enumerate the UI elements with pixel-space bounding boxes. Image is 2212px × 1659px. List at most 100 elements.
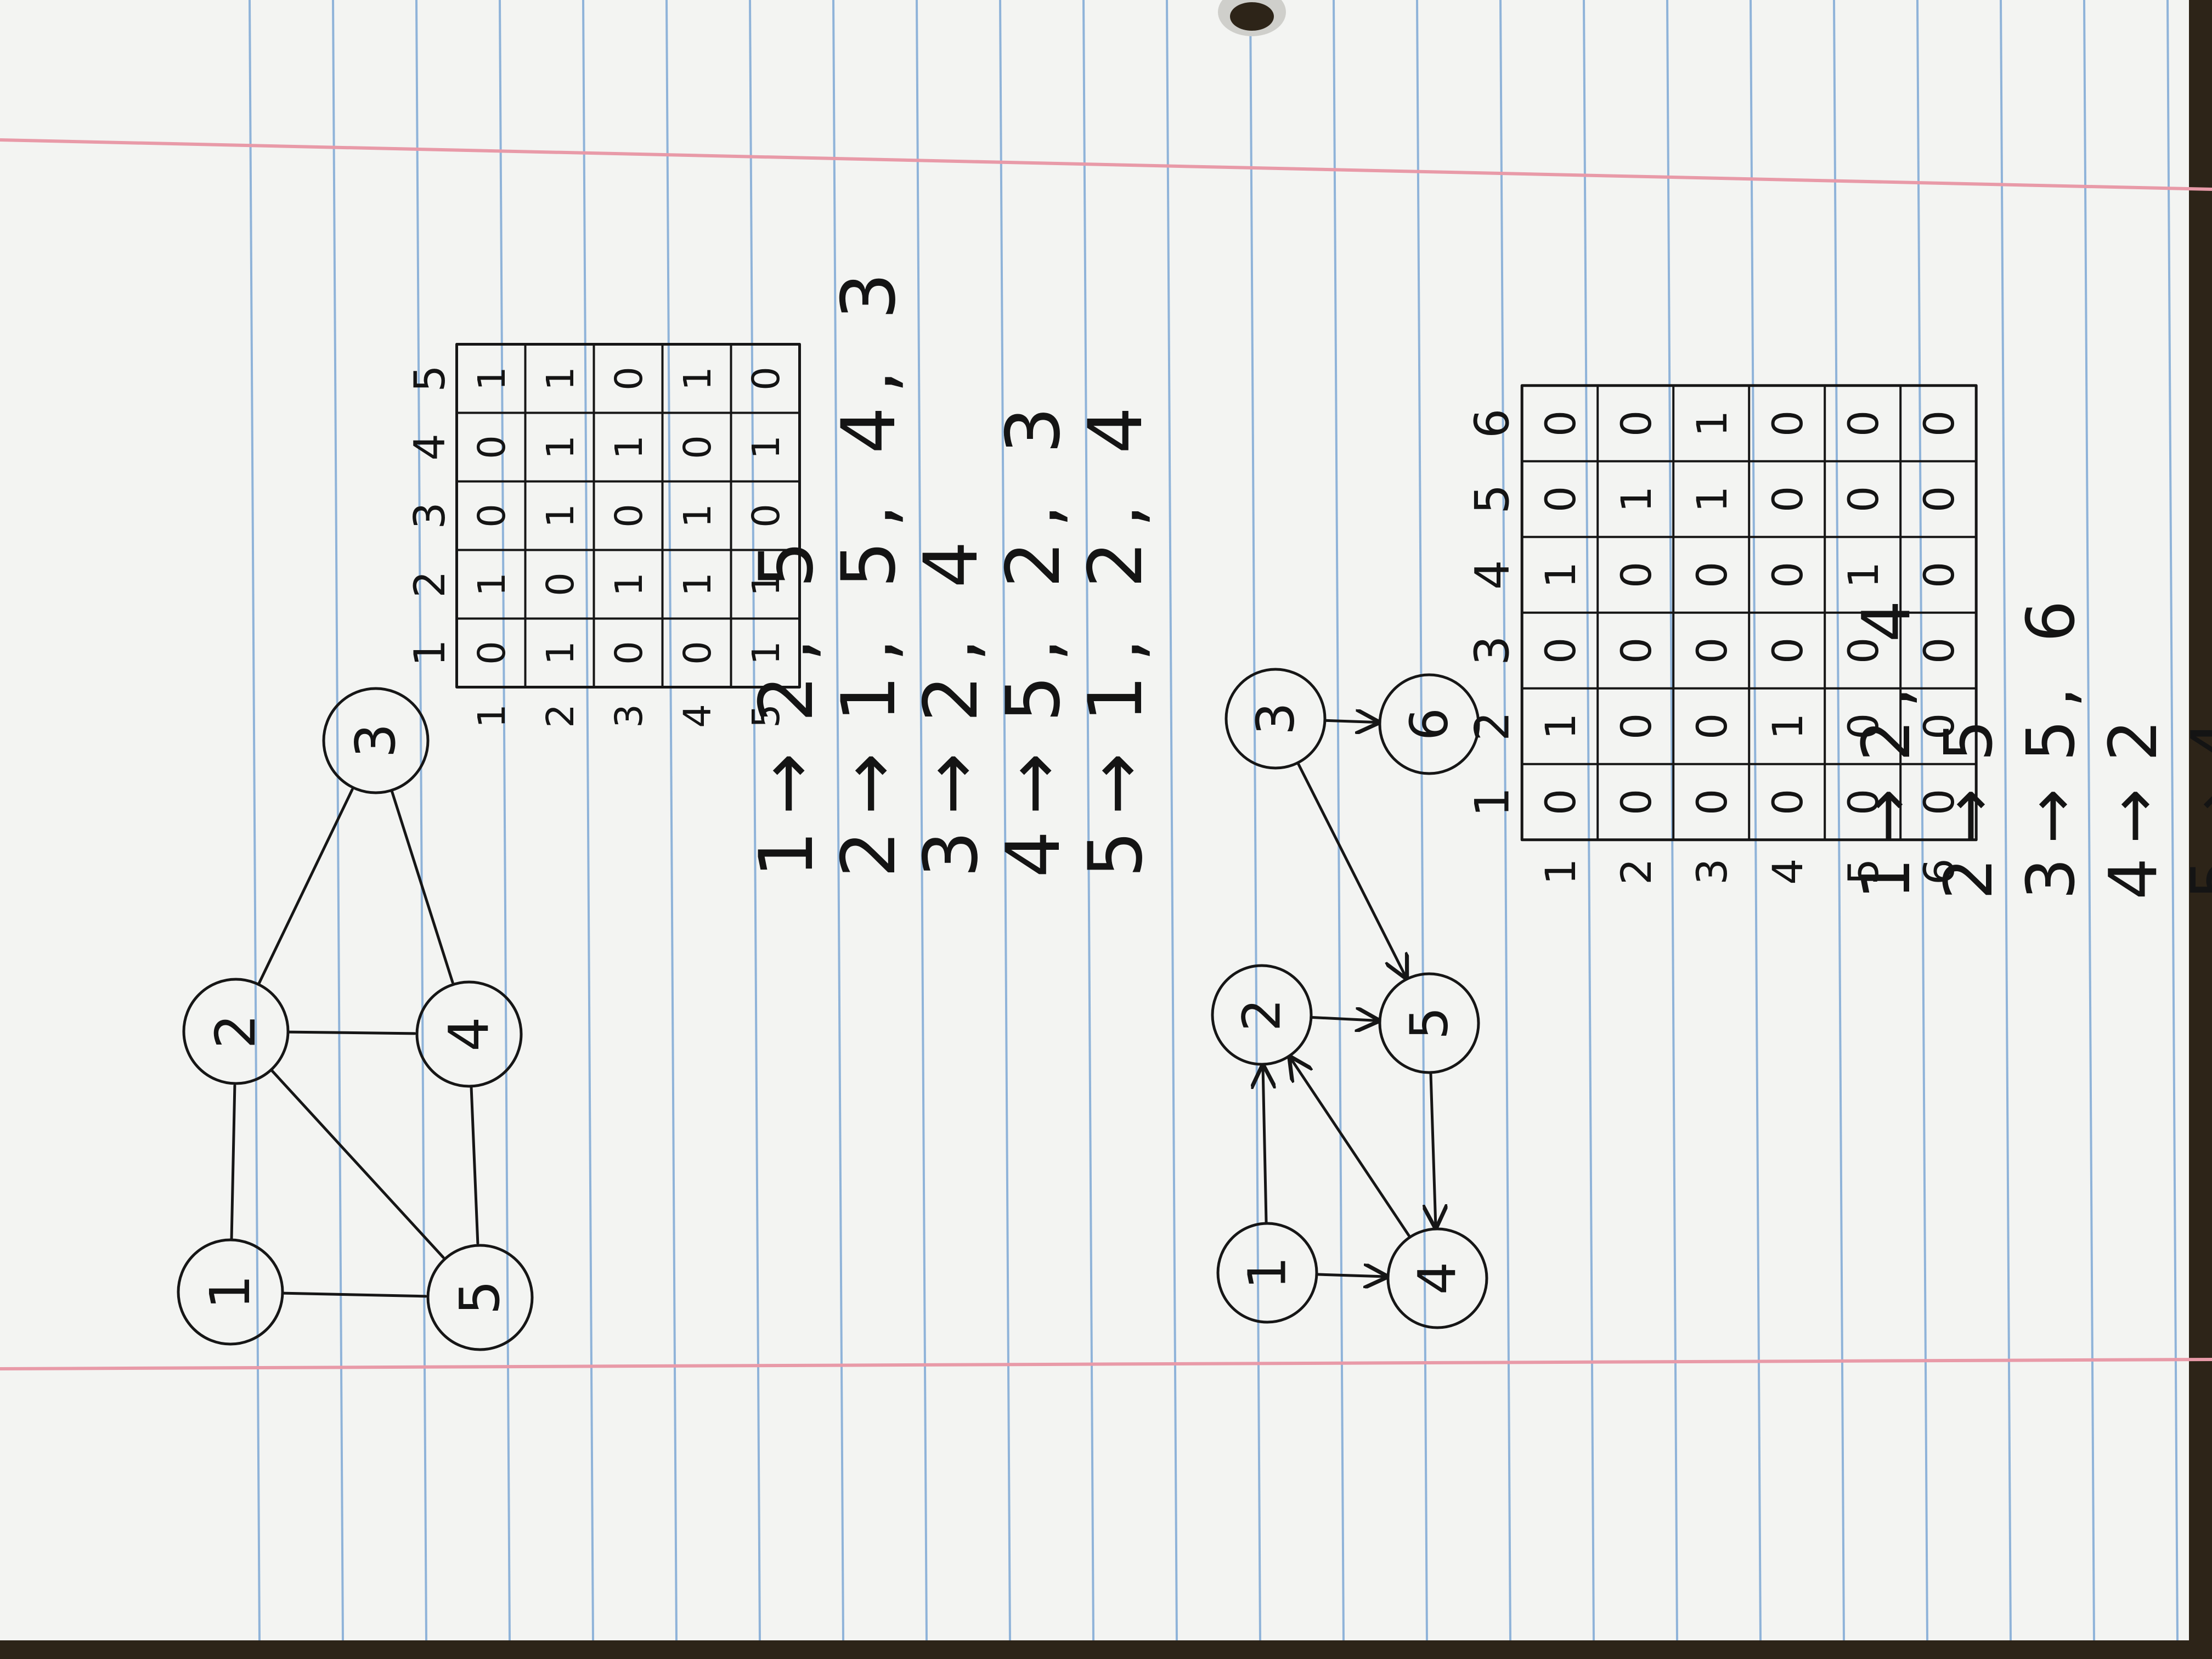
directed-node-4: 4 bbox=[1386, 1227, 1488, 1329]
ruled-line bbox=[1166, 0, 1178, 1641]
adjacency-list-row: 1→2, 5 bbox=[743, 528, 830, 878]
matrix-cell: 1 bbox=[744, 435, 788, 459]
list-arrow: → bbox=[1931, 788, 2007, 844]
matrix-cell: 1 bbox=[539, 504, 583, 528]
undirected-node-3: 3 bbox=[322, 687, 430, 794]
node-label: 6 bbox=[1399, 708, 1459, 741]
arc-3-6 bbox=[1323, 720, 1378, 722]
undirected-node-2: 2 bbox=[182, 978, 290, 1085]
directed-graph: 1 2 3 4 5 6 bbox=[1211, 668, 1488, 1329]
ruled-line bbox=[832, 0, 844, 1641]
directed-adjacency-list: 1→2, 42→53→5, 64→25→46→ bbox=[1849, 589, 2212, 900]
undirected-adjacency-list: 1→2, 52→1, 5, 4, 33→2, 44→5, 2, 35→1, 2,… bbox=[743, 259, 1159, 878]
edge-1-2 bbox=[230, 1084, 236, 1242]
ruled-line bbox=[1416, 0, 1428, 1641]
matrix-cell: 1 bbox=[1839, 562, 1888, 588]
matrix-cell: 1 bbox=[1537, 713, 1585, 740]
list-source-vertex: 2 bbox=[1931, 858, 2007, 900]
matrix-cell: 1 bbox=[676, 572, 720, 596]
node-label: 5 bbox=[1399, 1007, 1459, 1040]
matrix-row-header: 3 bbox=[1688, 859, 1736, 885]
node-circle bbox=[1378, 972, 1480, 1074]
margin-line-bottom bbox=[0, 1358, 2212, 1370]
matrix-column-header: 2 bbox=[1465, 712, 1520, 741]
list-source-vertex: 4 bbox=[990, 831, 1076, 878]
matrix-cell: 0 bbox=[1688, 713, 1736, 740]
matrix-cell: 1 bbox=[1688, 486, 1736, 512]
list-arrow: → bbox=[1073, 753, 1159, 815]
matrix-cell: 1 bbox=[470, 366, 514, 391]
matrix-cell: 1 bbox=[1537, 562, 1585, 588]
matrix-cell: 1 bbox=[676, 504, 720, 528]
node-label: 2 bbox=[204, 1014, 268, 1048]
matrix-cell: 0 bbox=[676, 641, 720, 665]
ruled-line bbox=[2083, 0, 2095, 1641]
matrix-cell: 0 bbox=[1915, 410, 1963, 437]
matrix-cell: 0 bbox=[1612, 410, 1661, 437]
matrix-cell: 0 bbox=[1688, 562, 1736, 588]
ruled-line bbox=[2166, 0, 2179, 1641]
matrix-cell: 0 bbox=[1839, 637, 1888, 664]
list-neighbors: 2, 4 bbox=[908, 528, 994, 723]
list-arrow: → bbox=[1849, 788, 1925, 844]
margin-line-top bbox=[0, 138, 2212, 191]
directed-node-6: 6 bbox=[1378, 673, 1480, 775]
undirected-edges bbox=[230, 788, 479, 1298]
list-source-vertex: 5 bbox=[2178, 858, 2212, 900]
matrix-column-header: 3 bbox=[405, 502, 455, 529]
matrix-cell: 0 bbox=[1764, 562, 1812, 588]
matrix-cell: 0 bbox=[1839, 713, 1888, 740]
matrix-cell: 0 bbox=[539, 572, 583, 596]
ruled-line bbox=[1333, 0, 1345, 1641]
ruled-line bbox=[1583, 0, 1595, 1641]
matrix-cell: 1 bbox=[470, 572, 514, 596]
matrix-cell: 0 bbox=[470, 504, 514, 528]
matrix-cell: 0 bbox=[744, 504, 788, 528]
list-neighbors: 2 bbox=[2096, 708, 2172, 761]
directed-nodes: 1 2 3 4 5 6 bbox=[1211, 668, 1488, 1329]
list-source-vertex: 1 bbox=[743, 831, 830, 878]
matrix-cell: 0 bbox=[1688, 789, 1736, 815]
matrix-cell: 0 bbox=[1612, 562, 1661, 588]
adjacency-list-row: 5→4 bbox=[2178, 708, 2212, 900]
list-arrow: → bbox=[826, 753, 912, 815]
matrix-row-header: 5 bbox=[1839, 859, 1888, 885]
matrix-column-header: 5 bbox=[405, 365, 455, 392]
matrix-cell: 0 bbox=[1764, 486, 1812, 512]
matrix-row-header: 2 bbox=[539, 704, 583, 728]
edge-1-5 bbox=[281, 1291, 427, 1298]
matrix-cell: 0 bbox=[1915, 486, 1963, 512]
matrix-cell: 0 bbox=[1537, 410, 1585, 437]
matrix-row-header: 3 bbox=[607, 704, 651, 728]
list-source-vertex: 2 bbox=[826, 831, 912, 878]
ruled-line bbox=[999, 0, 1011, 1641]
matrix-cell: 1 bbox=[744, 572, 788, 596]
edge-2-4 bbox=[286, 1030, 416, 1035]
node-label: 1 bbox=[1237, 1256, 1297, 1289]
matrix-cell: 0 bbox=[607, 366, 651, 391]
matrix-cell: 0 bbox=[1915, 562, 1963, 588]
matrix-cell: 0 bbox=[1915, 637, 1963, 664]
ruled-lines bbox=[249, 0, 2179, 1641]
matrix-cell: 0 bbox=[470, 435, 514, 459]
matrix-row-header: 6 bbox=[1915, 859, 1963, 885]
directed-node-3: 3 bbox=[1224, 668, 1327, 770]
matrix-cell: 0 bbox=[1537, 637, 1585, 664]
ruled-line bbox=[1249, 0, 1261, 1641]
arc-1-4 bbox=[1315, 1274, 1386, 1277]
node-circle bbox=[415, 980, 523, 1088]
node-label: 4 bbox=[1407, 1262, 1468, 1295]
edge-2-5 bbox=[269, 1068, 445, 1259]
matrix-column-header: 1 bbox=[405, 639, 455, 666]
list-source-vertex: 1 bbox=[1849, 858, 1925, 900]
ruled-line bbox=[2000, 0, 2012, 1641]
matrix-cell: 1 bbox=[607, 572, 651, 596]
node-circle bbox=[1224, 668, 1327, 770]
node-circle bbox=[1216, 1222, 1318, 1324]
matrix-cell: 1 bbox=[539, 641, 583, 665]
directed-node-2: 2 bbox=[1211, 964, 1313, 1066]
matrix-cell: 0 bbox=[744, 366, 788, 391]
node-circle bbox=[1386, 1227, 1488, 1329]
list-arrow: → bbox=[908, 753, 994, 815]
